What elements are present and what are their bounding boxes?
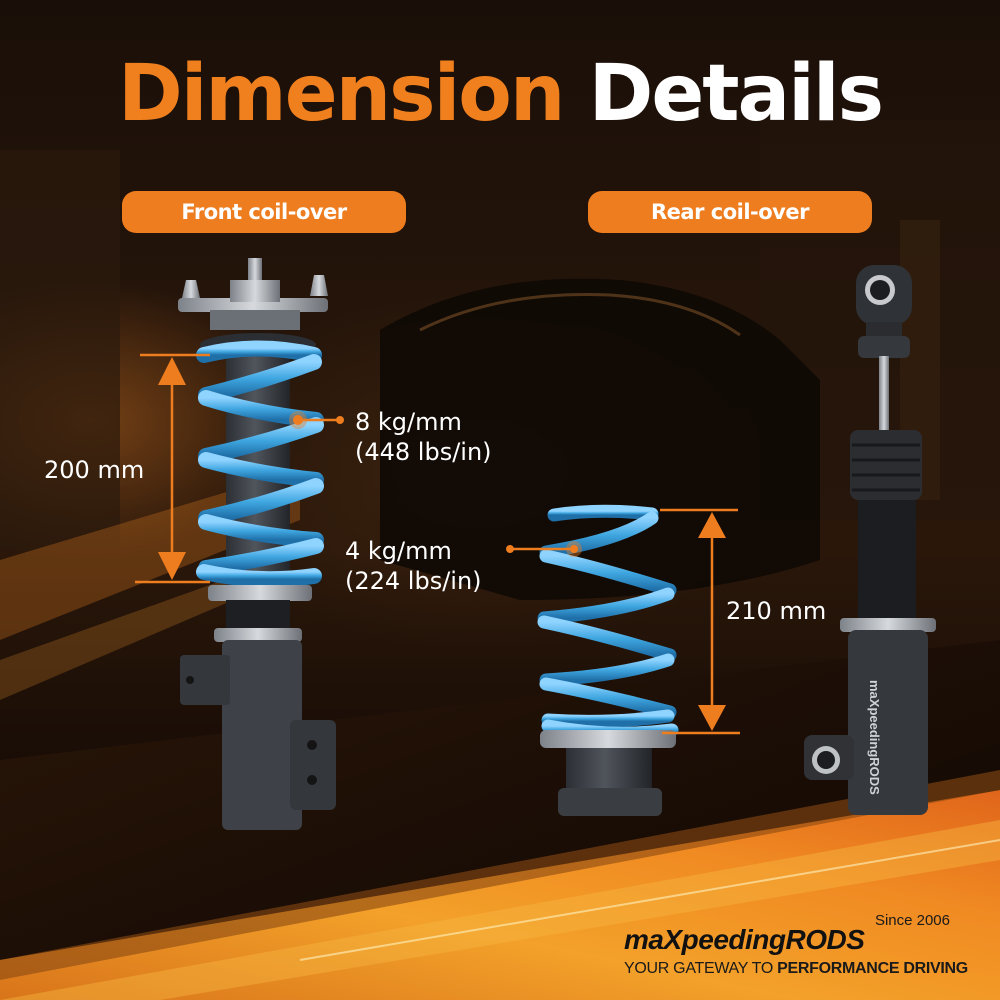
front-coilover-image <box>178 258 336 830</box>
front-spring-rate-kg: 8 kg/mm <box>355 408 462 436</box>
front-coilover-label: Front coil-over <box>122 191 406 233</box>
front-spring-rate: 8 kg/mm (448 lbs/in) <box>355 407 492 467</box>
front-height-label: 200 mm <box>44 456 145 484</box>
brand-logo: Since 2006 maXpeedingRODS YOUR GATEWAY T… <box>620 912 980 982</box>
brand-name: maXpeedingRODS <box>624 924 865 955</box>
tagline-light: YOUR GATEWAY TO <box>624 960 778 977</box>
rear-coilover-label: Rear coil-over <box>588 191 872 233</box>
rear-spring-rate-kg: 4 kg/mm <box>345 537 452 565</box>
rear-spring-callout <box>506 541 582 557</box>
rear-height-dimension <box>660 508 740 735</box>
rear-height-label: 210 mm <box>726 597 827 625</box>
rear-spring-rate-lbs: (224 lbs/in) <box>345 567 482 595</box>
rear-shock-image: maXpeedingRODS <box>804 265 936 815</box>
title-part-2: Details <box>588 49 884 139</box>
page-title: Dimension Details <box>0 55 1000 133</box>
title-part-1: Dimension <box>117 49 565 139</box>
tagline-bold: PERFORMANCE DRIVING <box>777 960 968 977</box>
svg-text:maXpeedingRODS: maXpeedingRODS <box>867 680 882 795</box>
brand-tagline: YOUR GATEWAY TO PERFORMANCE DRIVING <box>624 960 968 978</box>
front-spring-rate-lbs: (448 lbs/in) <box>355 438 492 466</box>
front-height-dimension <box>135 353 210 584</box>
front-spring-callout <box>289 411 344 429</box>
rear-spring-image <box>537 504 679 816</box>
rear-spring-rate: 4 kg/mm (224 lbs/in) <box>345 536 482 596</box>
since-year: Since 2006 <box>874 912 950 929</box>
